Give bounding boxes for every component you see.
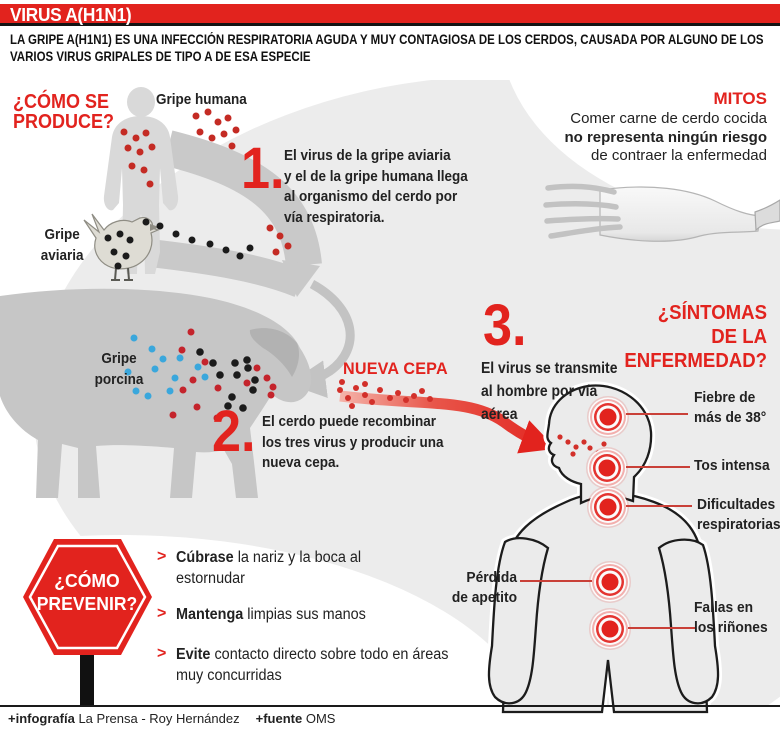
virus-dots-pig-cloud: [124, 328, 277, 422]
label-gripe-porcina: Gripe porcina: [94, 350, 144, 388]
section-sintomas-heading: ¿SÍNTOMAS DE LA ENFERMEDAD?: [624, 302, 767, 372]
label-gripe-humana: Gripe humana: [156, 91, 247, 108]
symptom-target-fever: [599, 408, 617, 426]
step-3-text: El virus se transmite al hombre por vía …: [481, 360, 618, 423]
chevron-icon: >: [157, 605, 167, 622]
step-2-text: El cerdo puede recombinar los tres virus…: [262, 413, 444, 471]
symptom-target-kidneys: [601, 620, 619, 638]
mitos-line-1: Comer carne de cerdo cocida: [570, 110, 767, 127]
symptom-target-appetite: [601, 573, 619, 591]
symptom-line-fever: [626, 413, 688, 415]
symptom-target-breathing: [599, 498, 617, 516]
prevention-item-2-keyword: Mantenga: [176, 606, 244, 623]
page-subtitle: LA GRIPE A(H1N1) ES UNA INFECCIÓN RESPIR…: [10, 32, 764, 64]
footer-rule: [0, 705, 780, 707]
virus-dots-avian: [104, 218, 254, 270]
prevention-item-1-keyword: Cúbrase: [176, 549, 234, 566]
section-produce-heading: ¿CÓMO SE PRODUCE?: [13, 91, 115, 133]
step-3-number: 3.: [483, 293, 527, 358]
transmission-band-arrows: [148, 130, 355, 398]
step-1-number: 1.: [241, 136, 285, 201]
prevention-item-3-text: contacto directo sobre todo en áreas muy…: [176, 646, 449, 684]
chevron-icon: >: [157, 548, 167, 565]
prevention-item-2: Mantenga limpias sus manos: [176, 604, 483, 625]
symptom-line-appetite: [520, 580, 592, 582]
virus-dots-face: [557, 434, 607, 457]
pig-silhouette: [0, 288, 312, 498]
prevention-item-1-text: la nariz y la boca al estornudar: [176, 549, 362, 587]
mitos-line-3: de contraer la enfermedad: [591, 147, 767, 164]
footer-source-value: OMS: [305, 711, 336, 726]
fork-icon: [543, 183, 780, 242]
step-2-number: 2.: [212, 399, 256, 464]
prevention-item-1: Cúbrase la nariz y la boca al estornudar: [176, 547, 483, 589]
new-strain-label: NUEVA CEPA: [343, 359, 448, 378]
label-gripe-aviaria: Gripe aviaria: [40, 226, 84, 264]
footer-credit-value: La Prensa - Roy Hernández: [78, 711, 240, 726]
symptom-line-breathing: [626, 505, 692, 507]
symptom-label-cough: Tos intensa: [694, 457, 770, 474]
page-title: VIRUS A(H1N1): [10, 5, 132, 25]
symptom-line-kidneys: [628, 627, 696, 629]
chicken-icon: [83, 213, 160, 281]
prevention-item-2-text: limpias sus manos: [243, 606, 366, 623]
mitos-line-2: no representa ningún riesgo: [564, 129, 767, 146]
footer-credits: +infografía La Prensa - Roy Hernández +fu…: [8, 711, 335, 726]
header-banner: [0, 4, 780, 26]
symptom-line-cough: [626, 466, 690, 468]
step-1-text: El virus de la gripe aviaria y el de la …: [284, 147, 468, 226]
symptom-label-fever: Fiebre de más de 38°: [694, 389, 767, 426]
new-strain-arrow: [337, 379, 557, 454]
stop-sign-text: ¿CÓMO PREVENIR?: [36, 570, 138, 614]
virus-dots-human: [120, 108, 292, 256]
section-mitos-heading: MITOS: [713, 89, 767, 108]
symptom-label-appetite: Pérdida de apetito: [451, 569, 517, 606]
prevention-item-3: Evite contacto directo sobre todo en áre…: [176, 644, 483, 686]
chevron-icon: >: [157, 645, 167, 662]
stop-sign-shape: [23, 539, 152, 706]
footer-source-label: +fuente: [255, 711, 303, 726]
footer-credit-label: +infografía: [8, 711, 75, 726]
body-outline: [485, 381, 722, 716]
symptom-label-kidneys: Fallas en los riñones: [694, 599, 768, 636]
prevention-item-3-keyword: Evite: [176, 646, 211, 663]
symptom-label-breathing: Dificultades respiratorias: [697, 496, 780, 533]
symptom-target-cough: [598, 459, 616, 477]
